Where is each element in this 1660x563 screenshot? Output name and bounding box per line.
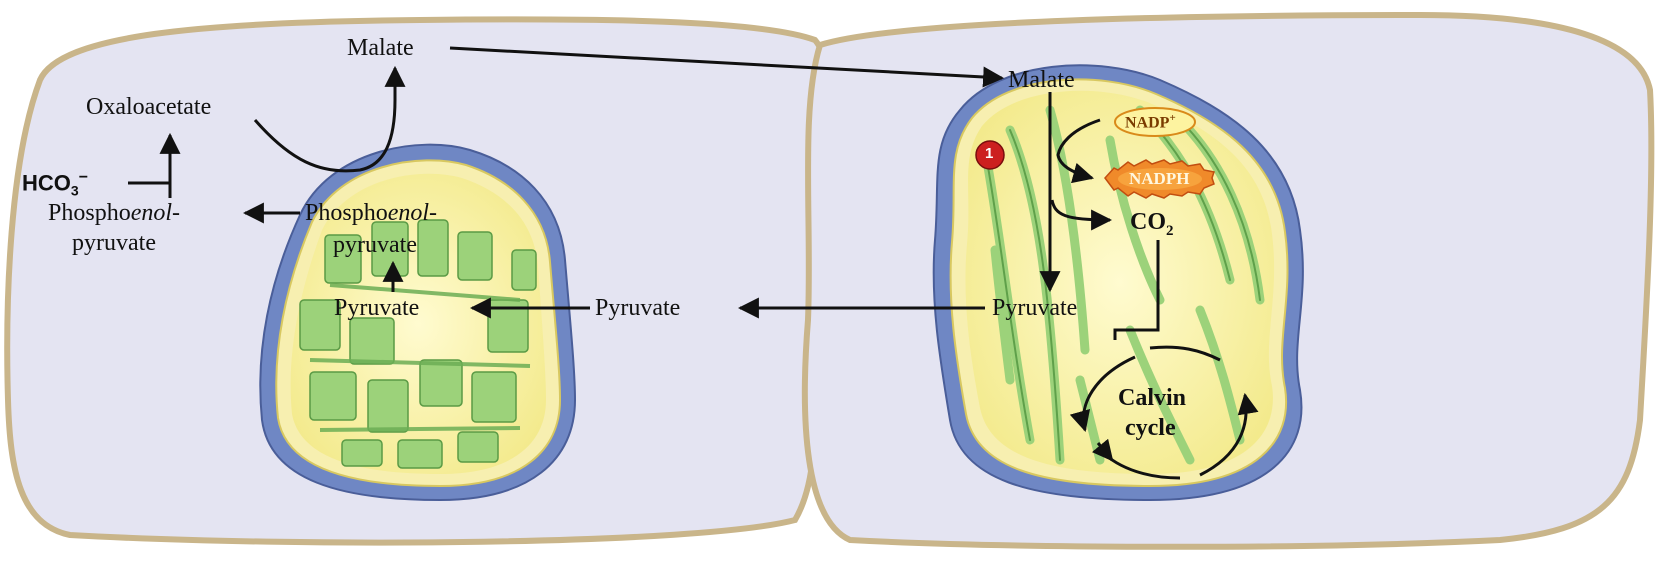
nadp-label: NADP+ bbox=[1125, 113, 1176, 131]
nadph-label: NADPH bbox=[1129, 170, 1189, 187]
oxaloacetate-label: Oxaloacetate bbox=[86, 95, 211, 119]
pep-mesophyll-label-line2: pyruvate bbox=[72, 231, 156, 255]
pep-chloroplast-label-line2: pyruvate bbox=[333, 233, 417, 257]
pep-mesophyll-hyphen: - bbox=[172, 200, 180, 226]
nadp-base: NADP bbox=[1125, 114, 1169, 131]
pyruvate-chloroplast-label: Pyruvate bbox=[334, 296, 419, 320]
pyruvate-between-label: Pyruvate bbox=[595, 296, 680, 320]
pyruvate-bundle-sheath-label: Pyruvate bbox=[992, 296, 1077, 320]
malate-bundle-sheath-label: Malate bbox=[1008, 68, 1075, 92]
calvin-cycle-label-line1: Calvin bbox=[1118, 386, 1186, 410]
nadp-superscript: + bbox=[1169, 112, 1175, 124]
pep-chloroplast-enol: enol bbox=[388, 200, 429, 226]
pep-chloroplast-label-line1: Phosphoenol- bbox=[305, 201, 437, 225]
hco3-subscript: 3 bbox=[71, 183, 79, 199]
co2-subscript: 2 bbox=[1166, 223, 1174, 239]
pep-mesophyll-label-line1: Phosphoenol- bbox=[48, 201, 180, 225]
calvin-cycle-label-line2: cycle bbox=[1125, 416, 1176, 440]
step-1-badge-text: 1 bbox=[985, 146, 993, 161]
co2-base: CO bbox=[1130, 209, 1166, 235]
pep-chloroplast-hyphen: - bbox=[429, 200, 437, 226]
co2-label: CO2 bbox=[1130, 210, 1174, 239]
malate-mesophyll-label: Malate bbox=[347, 36, 414, 60]
pep-mesophyll-phospho: Phospho bbox=[48, 200, 131, 226]
hco3-superscript: − bbox=[79, 169, 88, 186]
hco3-base: HCO bbox=[22, 170, 71, 195]
pep-mesophyll-enol: enol bbox=[131, 200, 172, 226]
pep-chloroplast-phospho: Phospho bbox=[305, 200, 388, 226]
hco3-label: HCO3− bbox=[22, 170, 88, 198]
